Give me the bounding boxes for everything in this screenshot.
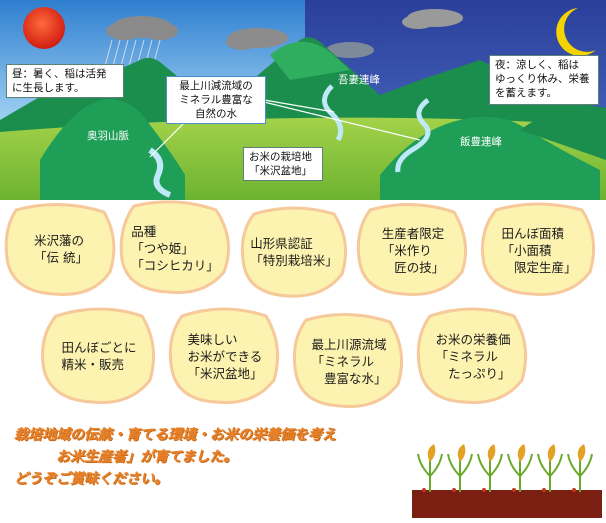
river-left [148,147,172,198]
grain-certified: 山形県認証 「特別栽培米」 [238,206,350,298]
footer-message: 栽培地域の伝統・育てる環境・お米の栄養価を考え お米生産者」が育てました。 どう… [14,424,434,490]
footer-line-3: どうぞご賞味ください。 [14,471,168,487]
grain-polishing-text: 田んぼごとに 精米・販売 [61,340,137,372]
grain-water-text: 最上川源流域 「ミネラル 豊富な水」 [311,336,387,386]
cloud-icon [326,42,374,58]
grain-tradition: 米沢藩の 「伝 統」 [2,200,120,298]
river-center [322,84,344,142]
river-right [395,98,431,173]
grain-variety-text: 品種 「つや姫」 「コシヒカリ」 [131,223,219,273]
mountain-ou [40,98,185,200]
day-note: 昼：暑く、稲は活発 に生長します。 [6,64,124,98]
sun-icon [23,7,65,49]
grain-basin-text: 美味しい お米ができる 「米沢盆地」 [187,331,263,381]
grain-nutrition: お米の栄養価 「ミネラル たっぷり」 [414,306,532,406]
mountain-label-ou: 奥羽山脈 [87,130,129,142]
grain-basin: 美味しい お米ができる 「米沢盆地」 [166,306,284,406]
paddy-soil [412,490,602,518]
basin-note: お米の栽培地 「米沢盆地」 [243,147,323,181]
rice-plants [417,444,593,492]
night-note: 夜：涼しく、稲は ゆっくり休み、栄養 を蓄えます。 [489,55,599,105]
mountain-label-iide: 飯豊連峰 [460,136,502,148]
grain-certified-text: 山形県認証 「特別栽培米」 [250,236,338,268]
grain-water: 最上川源流域 「ミネラル 豊富な水」 [290,312,408,410]
footer-line-1: 栽培地域の伝統・育てる環境・お米の栄養価を考え [14,427,336,443]
grain-nutrition-text: お米の栄養価 「ミネラル たっぷり」 [435,331,511,381]
grain-tradition-text: 米沢藩の 「伝 統」 [34,233,88,265]
grain-craft: 生産者限定 「米作り 匠の技」 [354,202,472,298]
rice-paddy-illustration [412,444,602,518]
footer-line-2: お米生産者」が育てました。 [14,449,238,465]
grain-craft-text: 生産者限定 「米作り 匠の技」 [381,225,445,275]
mountain-label-azuma: 吾妻連峰 [338,74,380,86]
grain-variety: 品種 「つや姫」 「コシヒカリ」 [116,200,234,296]
mountain-iide [380,116,600,200]
river-note: 最上川減流域の ミネラル豊富な 自然の水 [166,76,266,124]
grain-polishing: 田んぼごとに 精米・販売 [38,306,160,406]
moon-icon [556,8,596,56]
grain-area: 田んぼ面積 「小面積 限定生産」 [478,202,600,298]
landscape-illustration: 昼：暑く、稲は活発 に生長します。 夜：涼しく、稲は ゆっくり休み、栄養 を蓄え… [0,0,606,200]
grain-area-text: 田んぼ面積 「小面積 限定生産」 [501,225,577,275]
